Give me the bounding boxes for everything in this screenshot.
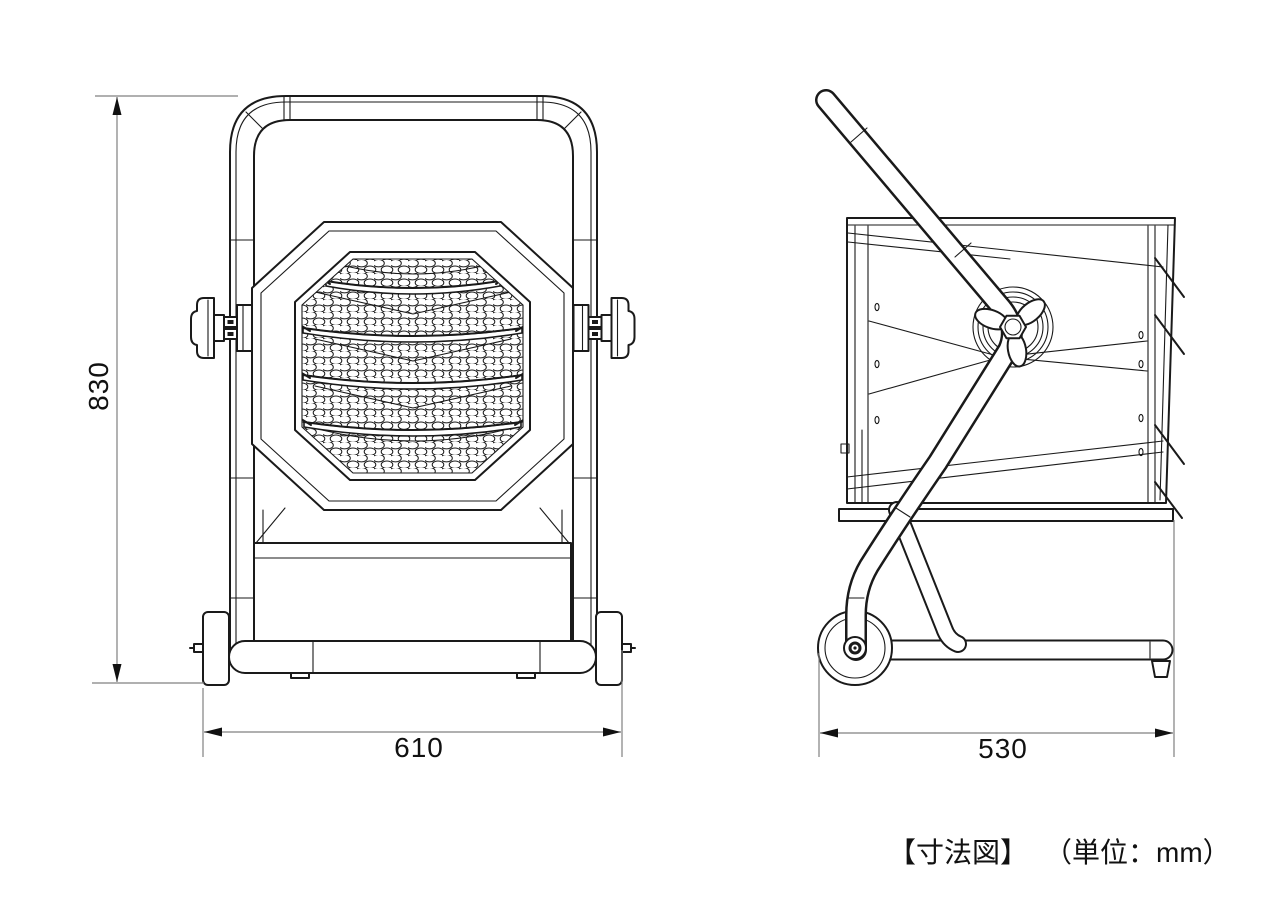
side-body xyxy=(838,217,1185,522)
side-view xyxy=(815,89,1185,686)
rivets xyxy=(874,302,1144,457)
wheel-front-left xyxy=(189,611,230,686)
louver-slats xyxy=(302,271,523,437)
wheel-front-right xyxy=(595,611,636,686)
height-dimension-label: 830 xyxy=(83,361,114,411)
height-dimension xyxy=(92,95,238,684)
width-dimension-label: 610 xyxy=(394,732,444,763)
depth-dimension xyxy=(818,520,1175,757)
lower-body xyxy=(253,507,572,642)
mount-knob-right xyxy=(572,297,636,359)
carry-handle-front xyxy=(229,95,598,649)
caption-title: 【寸法図】 xyxy=(888,837,1029,868)
grille-mesh xyxy=(302,259,523,473)
support-strut xyxy=(888,501,967,653)
base-tube-side xyxy=(869,639,1174,678)
caption-unit-note: （単位：mm） xyxy=(1044,837,1231,868)
depth-dimension-label: 530 xyxy=(978,733,1028,764)
drawing-caption: 【寸法図】 （単位：mm） xyxy=(888,836,1231,870)
rear-louver-marks xyxy=(1154,257,1185,519)
front-view xyxy=(189,95,636,686)
grille-housing xyxy=(251,221,574,511)
base-tube-front xyxy=(228,640,597,674)
pivot-star-knob xyxy=(974,298,1046,368)
wheel-hub xyxy=(843,636,867,660)
mount-knob-left xyxy=(190,297,253,359)
width-dimension xyxy=(202,650,623,757)
